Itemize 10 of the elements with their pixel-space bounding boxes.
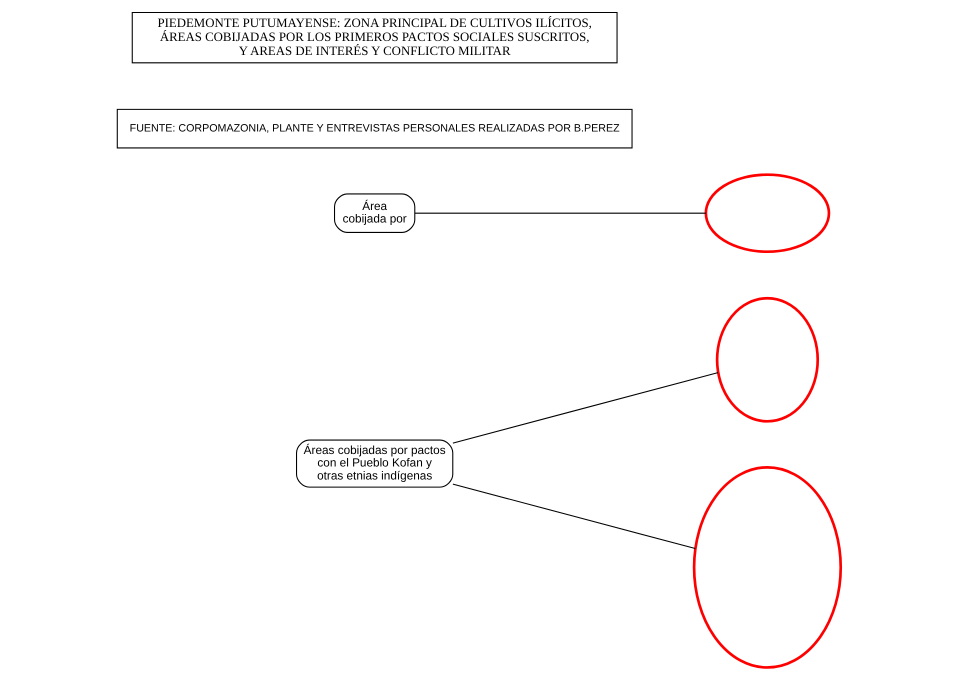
- connector: [452, 372, 718, 444]
- node-box: FUENTE: CORPOMAZONIA, PLANTE Y ENTREVISTAS PERSONALES REALIZADAS POR B.PEREZ: [116, 108, 632, 148]
- node-box: PIEDEMONTE PUTUMAYENSE: ZONA PRINCIPAL DE CULTIVOS ILÍCITOS, ÁREAS COBIJADAS POR LOS PRIMEROS PACTOS SOCIALES SUSCRITOS, Y AREAS DE INTERÉS Y CONFLICTO MILITAR: [131, 12, 618, 64]
- node-ellipse: [715, 296, 819, 423]
- node-box: Áreas cobijadas por pactos con el Pueblo Kofan y otras etnias indígenas: [296, 440, 453, 488]
- node-ellipse: [704, 173, 830, 254]
- connector: [414, 212, 706, 214]
- connector: [452, 484, 695, 550]
- node-ellipse: [692, 466, 842, 669]
- node-box: Área cobijada por: [333, 193, 415, 233]
